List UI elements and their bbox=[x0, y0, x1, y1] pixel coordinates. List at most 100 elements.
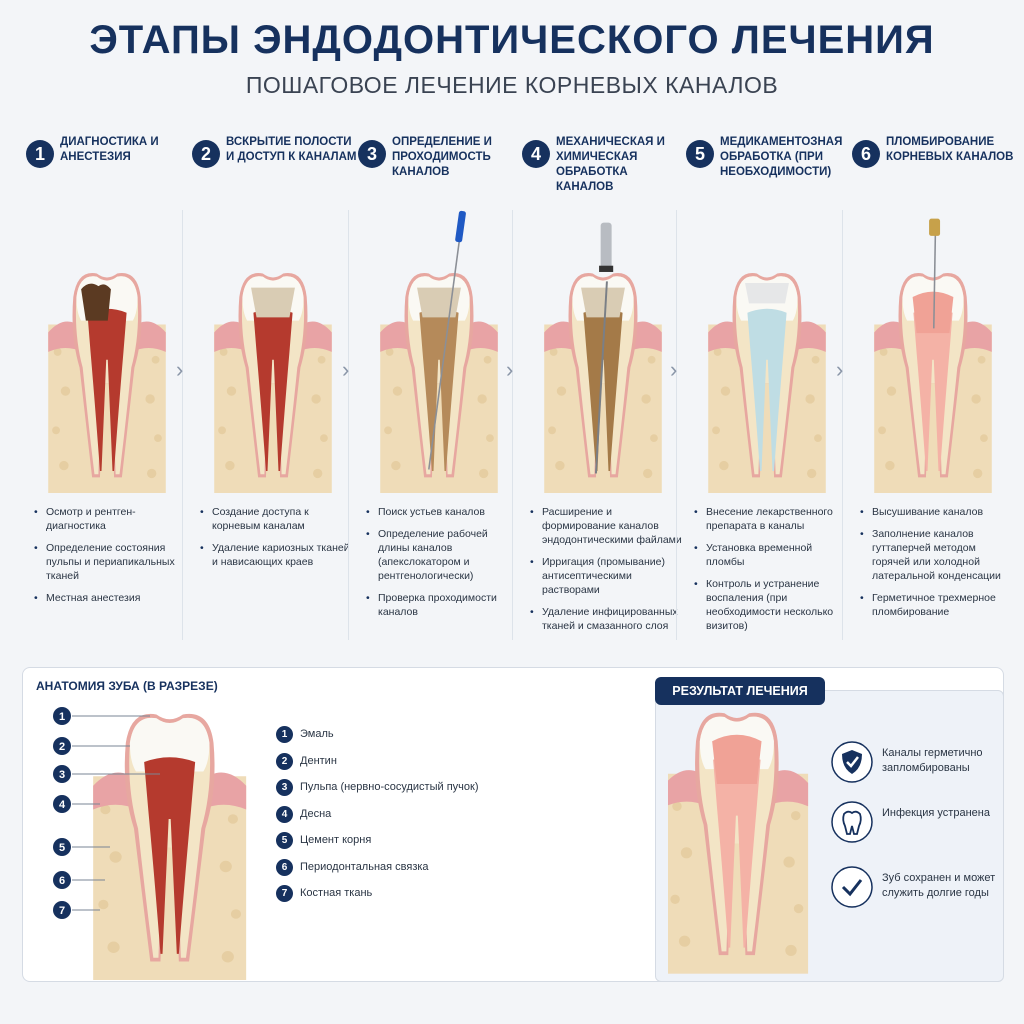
legend-number: 6 bbox=[276, 858, 293, 876]
chevron-right-icon: › bbox=[836, 357, 844, 382]
step-bullet: Контроль и устранение воспаления (при не… bbox=[694, 577, 846, 633]
svg-text:6: 6 bbox=[59, 875, 65, 887]
result-item: Инфекция устранена bbox=[830, 800, 1000, 846]
step-bullets: Поиск устьев каналовОпределение рабочей … bbox=[366, 505, 518, 627]
step-number: 3 bbox=[358, 140, 386, 168]
legend-label: Эмаль bbox=[300, 728, 334, 740]
step-title: Диагностика и анестезия bbox=[60, 136, 159, 163]
step-bullets: Высушивание каналовЗаполнение каналов гу… bbox=[860, 505, 1012, 627]
chevron-right-icon: › bbox=[342, 357, 350, 382]
chevron-right-icon: › bbox=[176, 357, 184, 382]
checkmark-icon bbox=[831, 866, 873, 908]
legend-number: 4 bbox=[276, 805, 293, 823]
anatomy-marker-6: 6 bbox=[53, 871, 71, 889]
legend-item: 7 Костная ткань bbox=[276, 884, 536, 911]
legend-label: Дентин bbox=[300, 754, 337, 767]
step-number: 2 bbox=[192, 140, 220, 168]
step-divider bbox=[348, 210, 349, 640]
step-6: 6 Пломбирование корневых каналов Высушив… bbox=[850, 125, 1016, 640]
step-bullet: Внесение лекарственного препарата в кана… bbox=[694, 505, 846, 533]
svg-text:4: 4 bbox=[59, 799, 66, 811]
step-title: Механическая и химическая обработка кана… bbox=[556, 136, 665, 193]
step-title: Вскрытие полости и доступ к каналам bbox=[226, 136, 357, 163]
step-header: 5 Медикаментозная обработка (при необход… bbox=[686, 131, 850, 191]
step-bullets: Осмотр и рентген-диагностикаОпределение … bbox=[34, 505, 186, 613]
svg-text:7: 7 bbox=[59, 905, 65, 917]
chevron-right-icon: › bbox=[506, 357, 514, 382]
step-bullet: Осмотр и рентген-диагностика bbox=[34, 505, 186, 533]
legend-label: Периодонтальная связка bbox=[300, 860, 429, 873]
step-bullet: Удаление инфицированных тканей и смазанн… bbox=[530, 605, 682, 633]
step-4: 4 Механическая и химическая обработка ка… bbox=[520, 125, 686, 640]
legend-number: 5 bbox=[276, 832, 293, 849]
legend-label: Десна bbox=[300, 807, 332, 820]
step-bullet: Проверка проходимости каналов bbox=[366, 591, 518, 619]
step-2: 2 Вскрытие полости и доступ к каналам Со… bbox=[190, 125, 357, 640]
anatomy-marker-1: 1 bbox=[53, 707, 71, 725]
step-tooth-illustration bbox=[874, 218, 992, 493]
legend-label: Цемент корня bbox=[300, 834, 372, 846]
step-title: Пломбирование корневых каналов bbox=[886, 136, 1014, 163]
svg-text:1: 1 bbox=[59, 711, 65, 723]
shield-check-icon bbox=[831, 741, 873, 783]
step-title: Определение и проходимость каналов bbox=[392, 136, 492, 178]
anatomy-marker-3: 3 bbox=[53, 765, 71, 783]
result-text: Инфекция устранена bbox=[882, 807, 990, 819]
step-divider bbox=[512, 210, 513, 640]
anatomy-title: АНАТОМИЯ ЗУБА (В РАЗРЕЗЕ) bbox=[36, 679, 218, 693]
step-header: 3 Определение и проходимость каналов bbox=[358, 131, 522, 191]
step-bullet: Герметичное трехмерное пломбирование bbox=[860, 591, 1012, 619]
step-header: 1 Диагностика и анестезия bbox=[26, 131, 190, 191]
step-number: 5 bbox=[686, 140, 714, 168]
step-number: 6 bbox=[852, 140, 880, 168]
step-tooth-illustration bbox=[708, 273, 826, 493]
step-tooth-illustration bbox=[380, 210, 498, 493]
page-title: ЭТАПЫ ЭНДОДОНТИЧЕСКОГО ЛЕЧЕНИЯ bbox=[89, 18, 935, 62]
result-text: Каналы герметично запломбированы bbox=[882, 747, 983, 774]
legend-label: Пульпа (нервно-сосудистый пучок) bbox=[300, 781, 479, 793]
svg-text:5: 5 bbox=[59, 842, 65, 854]
step-bullet: Определение рабочей длины каналов (апекс… bbox=[366, 527, 518, 583]
step-bullet: Расширение и формирование каналов эндодо… bbox=[530, 505, 682, 547]
legend-number: 2 bbox=[276, 752, 293, 770]
step-header: 2 Вскрытие полости и доступ к каналам bbox=[192, 131, 357, 191]
step-bullet: Заполнение каналов гуттаперчей методом г… bbox=[860, 527, 1012, 583]
step-3: 3 Определение и проходимость каналов Пои… bbox=[356, 125, 522, 640]
anatomy-marker-4: 4 bbox=[53, 795, 71, 813]
page-subtitle: ПОШАГОВОЕ ЛЕЧЕНИЕ КОРНЕВЫХ КАНАЛОВ bbox=[245, 72, 779, 98]
step-title: Медикаментозная обработка (при необходим… bbox=[720, 136, 843, 178]
anatomy-marker-7: 7 bbox=[53, 901, 71, 919]
result-item: Зуб сохранен и может служить долгие годы bbox=[830, 865, 1000, 911]
step-header: 4 Механическая и химическая обработка ка… bbox=[522, 131, 686, 193]
legend-number: 1 bbox=[276, 726, 293, 743]
step-bullets: Создание доступа к корневым каналамУдале… bbox=[200, 505, 352, 577]
step-bullet: Поиск устьев каналов bbox=[366, 505, 518, 519]
legend-label: Костная ткань bbox=[300, 887, 373, 899]
step-divider bbox=[182, 210, 183, 640]
step-tooth-illustration bbox=[48, 273, 166, 493]
step-tooth-illustration bbox=[544, 222, 662, 493]
step-divider bbox=[676, 210, 677, 640]
result-item: Каналы герметично запломбированы bbox=[830, 740, 1000, 786]
legend-item: 2 Дентин bbox=[276, 752, 536, 779]
result-title: РЕЗУЛЬТАТ ЛЕЧЕНИЯ bbox=[655, 677, 825, 705]
anatomy-marker-2: 2 bbox=[53, 737, 71, 755]
step-bullet: Определение состояния пульпы и периапика… bbox=[34, 541, 186, 583]
svg-text:2: 2 bbox=[59, 741, 65, 753]
result-tooth-illustration bbox=[668, 712, 809, 974]
step-header: 6 Пломбирование корневых каналов bbox=[852, 131, 1016, 191]
step-number: 1 bbox=[26, 140, 54, 168]
step-tooth-illustration bbox=[214, 273, 332, 493]
result-text: Зуб сохранен и может служить долгие годы bbox=[882, 872, 996, 899]
step-bullet: Местная анестезия bbox=[34, 591, 186, 605]
anatomy-marker-5: 5 bbox=[53, 838, 71, 856]
chevron-right-icon: › bbox=[670, 357, 678, 382]
step-number: 4 bbox=[522, 140, 550, 168]
tooth-icon bbox=[831, 801, 873, 843]
legend-item: 5 Цемент корня bbox=[276, 831, 536, 858]
legend-item: 1 Эмаль bbox=[276, 725, 536, 752]
legend-number: 7 bbox=[276, 885, 293, 902]
svg-text:3: 3 bbox=[59, 769, 65, 781]
